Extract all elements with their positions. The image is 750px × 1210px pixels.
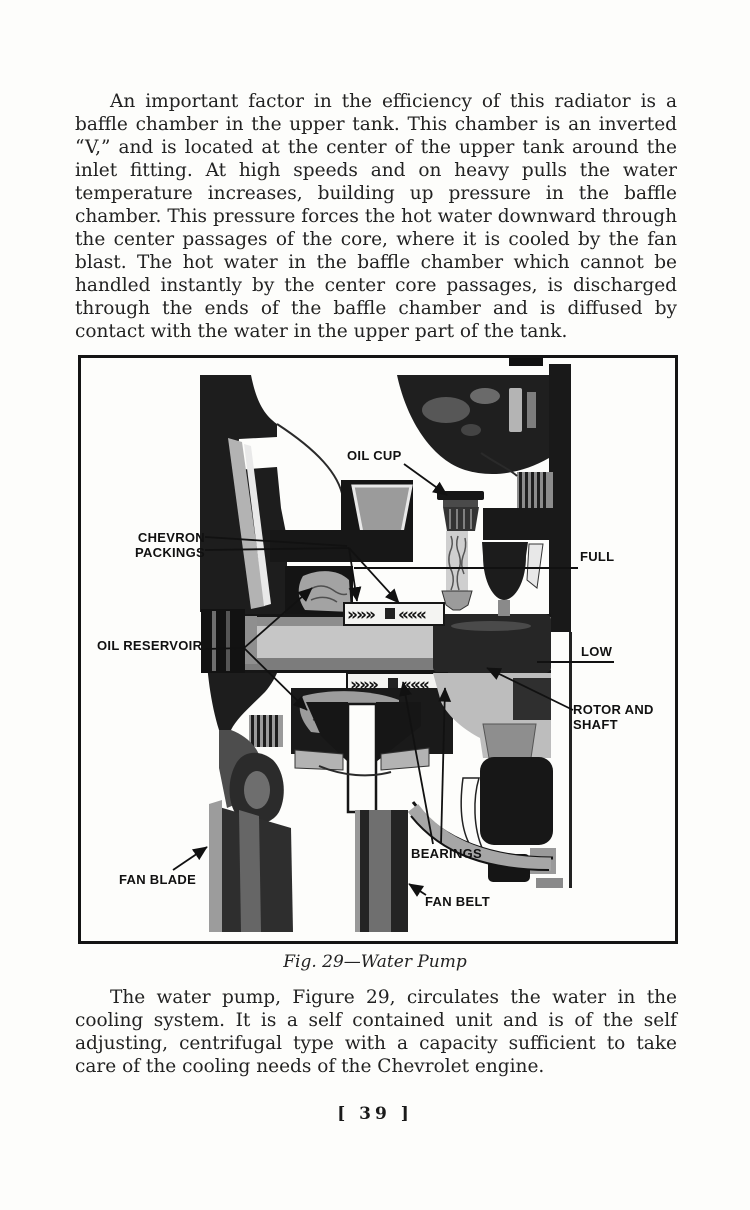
label-fan-blade: FAN BLADE	[119, 872, 197, 887]
label-full: FULL	[580, 549, 615, 564]
chevron-arrow-2	[348, 547, 400, 604]
bolt-shape	[201, 609, 283, 747]
label-chevron-packings: CHEVRON PACKINGS	[134, 530, 205, 560]
paragraph-radiator-baffle: An important factor in the efficiency of…	[75, 91, 677, 342]
label-fan-belt: FAN BELT	[425, 894, 490, 909]
chevron-leader-2	[204, 547, 350, 551]
chevron-arrow-1	[348, 547, 362, 602]
label-bearings: BEARINGS	[411, 846, 483, 861]
bearings-arrow-1	[399, 681, 434, 845]
figure-caption: Fig. 29—Water Pump	[283, 952, 467, 972]
fan-belt-arrow	[408, 883, 427, 897]
fan-blade-shape	[209, 730, 293, 932]
lower-oil-reservoir-shape	[291, 688, 453, 814]
pump-body-lower-shape	[407, 673, 563, 888]
water-pump-figure: »»» ««« »»» «««	[78, 355, 678, 944]
leader-lines	[172, 463, 614, 897]
oil-reservoir-arrow-lower	[243, 647, 308, 711]
page-number: [ 39 ]	[337, 1104, 413, 1124]
label-oil-reservoir: OIL RESERVOIR	[97, 638, 203, 653]
grease-cup-recess-shape	[270, 480, 413, 562]
label-rotor-and-shaft: ROTOR AND SHAFT	[573, 702, 654, 732]
oil-cup-shape	[437, 491, 553, 616]
svg-text:»»»: »»»	[347, 605, 375, 625]
chevron-leader-1	[204, 536, 348, 547]
bearings-arrow-2	[438, 687, 452, 845]
water-pump-illustration: »»» ««« »»» «««	[172, 358, 614, 932]
water-pump-diagram: »»» ««« »»» «««	[81, 358, 675, 941]
oil-cup-arrow	[403, 463, 448, 496]
upper-oil-reservoir-shape	[285, 566, 353, 618]
paragraph-water-pump: The water pump, Figure 29, circulates th…	[75, 987, 677, 1077]
fan-blade-arrow	[172, 846, 208, 871]
rotor-shaft-arrow	[486, 667, 574, 711]
pump-housing-top-shape	[276, 358, 572, 888]
label-oil-cup: OIL CUP	[347, 448, 402, 463]
oil-reservoir-arrow-upper	[243, 587, 313, 649]
svg-text:«««: «««	[398, 605, 426, 625]
label-low: LOW	[581, 644, 613, 659]
oil-reservoir-leader	[204, 647, 245, 650]
fan-belt-shape	[355, 810, 408, 932]
